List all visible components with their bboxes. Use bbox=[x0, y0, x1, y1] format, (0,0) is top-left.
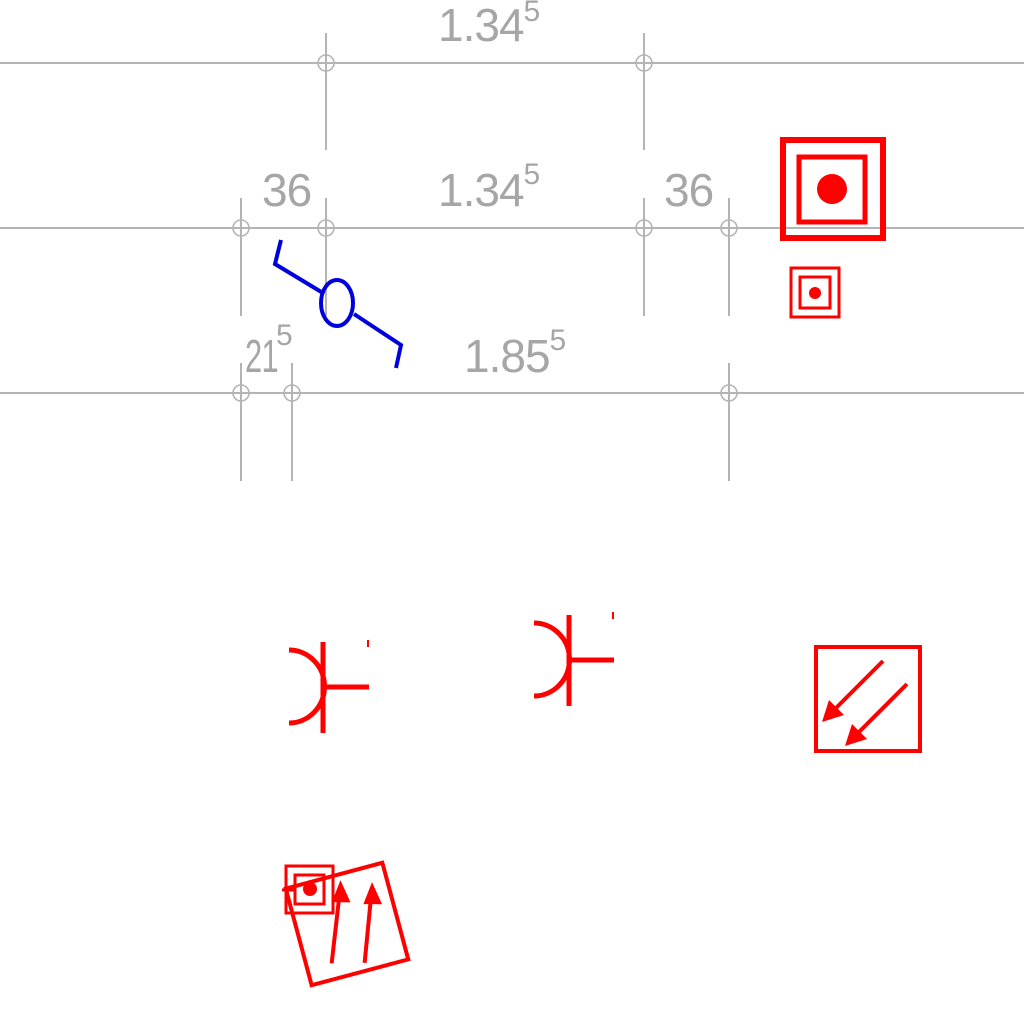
grid-marker bbox=[719, 219, 739, 237]
outlet-left-icon bbox=[288, 640, 369, 733]
dimension-bottom-left-sup: 5 bbox=[276, 319, 293, 352]
grid-marker bbox=[282, 384, 302, 402]
grid-marker bbox=[316, 54, 336, 72]
grid-marker bbox=[231, 384, 251, 402]
distribution-box-up-icon bbox=[282, 860, 411, 988]
dimension-bottom-center: 1.855 bbox=[464, 324, 566, 382]
grid-marker bbox=[231, 219, 251, 237]
dimension-labels: 1.345 36 1.345 36 21 5 1.855 bbox=[245, 0, 714, 382]
distribution-box-down-icon bbox=[814, 645, 922, 753]
socket-large-icon bbox=[780, 137, 886, 241]
dimension-middle-left: 36 bbox=[262, 164, 311, 216]
dimension-middle-right: 36 bbox=[664, 164, 713, 216]
dimension-top: 1.345 bbox=[438, 0, 540, 51]
grid-marker bbox=[719, 384, 739, 402]
outlet-right-icon bbox=[533, 612, 614, 706]
grid-marker bbox=[634, 219, 654, 237]
dimension-middle-center: 1.345 bbox=[438, 158, 540, 216]
horizontal-grid-lines bbox=[0, 62, 1024, 394]
socket-small-icon bbox=[789, 266, 841, 319]
dimension-bottom-left: 21 bbox=[245, 330, 278, 382]
intersection-markers bbox=[231, 54, 739, 402]
grid-marker bbox=[634, 54, 654, 72]
vertical-tick-lines bbox=[240, 33, 730, 481]
grid-marker bbox=[316, 219, 336, 237]
switch-icon bbox=[272, 239, 404, 369]
